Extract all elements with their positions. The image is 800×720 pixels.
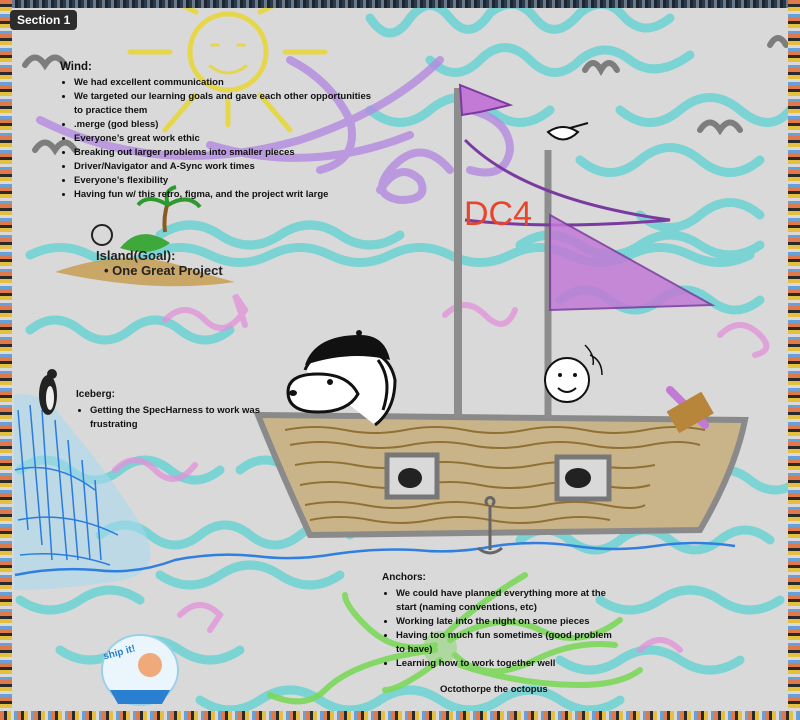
sea-line	[14, 541, 736, 577]
anchors-item: We could have planned everything more at…	[396, 587, 612, 615]
iceberg-title: Iceberg:	[76, 389, 115, 400]
wind-item: Everyone’s flexibility	[74, 174, 380, 188]
anchors-title: Anchors:	[382, 572, 426, 583]
sail-label: DC4	[464, 195, 532, 233]
wind-title: Wind:	[60, 61, 92, 73]
wind-item: Driver/Navigator and A-Sync work times	[74, 160, 380, 174]
island-item: • One Great Project	[104, 263, 223, 278]
wind-item: Everyone’s great work ethic	[74, 132, 380, 146]
iceberg-drawing	[14, 369, 151, 590]
frame-left-border	[0, 0, 12, 720]
anchors-note[interactable]: Anchors: We could have planned everythin…	[382, 571, 612, 671]
iceberg-list: Getting the SpecHarness to work was frus…	[76, 404, 266, 432]
section-label[interactable]: Section 1	[10, 10, 78, 30]
wind-item: Breaking out larger problems into smalle…	[74, 146, 380, 160]
wind-note[interactable]: Wind: We had excellent communication We …	[60, 60, 380, 202]
wind-item: .merge (god bless)	[74, 118, 380, 132]
anchors-list: We could have planned everything more at…	[382, 587, 612, 671]
anchors-item: Learning how to work together well	[396, 657, 612, 671]
island-note[interactable]: Island(Goal): • One Great Project	[96, 248, 223, 278]
frame-bottom-border	[0, 711, 800, 720]
frame-top-border	[0, 0, 800, 8]
ship-it-sticker[interactable]	[101, 634, 179, 706]
wind-item: We targeted our learning goals and gave …	[74, 90, 380, 118]
iceberg-note[interactable]: Iceberg: Getting the SpecHarness to work…	[76, 388, 266, 432]
iceberg-item: Getting the SpecHarness to work was frus…	[90, 404, 266, 432]
bird-doodles	[22, 35, 789, 156]
island-drawing	[55, 185, 235, 287]
anchors-item: Working late into the night on some piec…	[396, 615, 612, 629]
wind-item: Having fun w/ this retro, figma, and the…	[74, 188, 380, 202]
wind-list: We had excellent communication We target…	[60, 76, 380, 202]
octopus-drawing	[267, 572, 643, 705]
octopus-caption[interactable]: Octothorpe the octopus	[440, 684, 548, 695]
frame-right-border	[788, 0, 800, 720]
anchors-item: Having too much fun sometimes (good prob…	[396, 629, 612, 657]
purple-wind-swirls	[36, 56, 515, 205]
ship-drawing	[253, 83, 749, 555]
island-title: Island(Goal):	[96, 248, 176, 263]
wind-item: We had excellent communication	[74, 76, 380, 90]
